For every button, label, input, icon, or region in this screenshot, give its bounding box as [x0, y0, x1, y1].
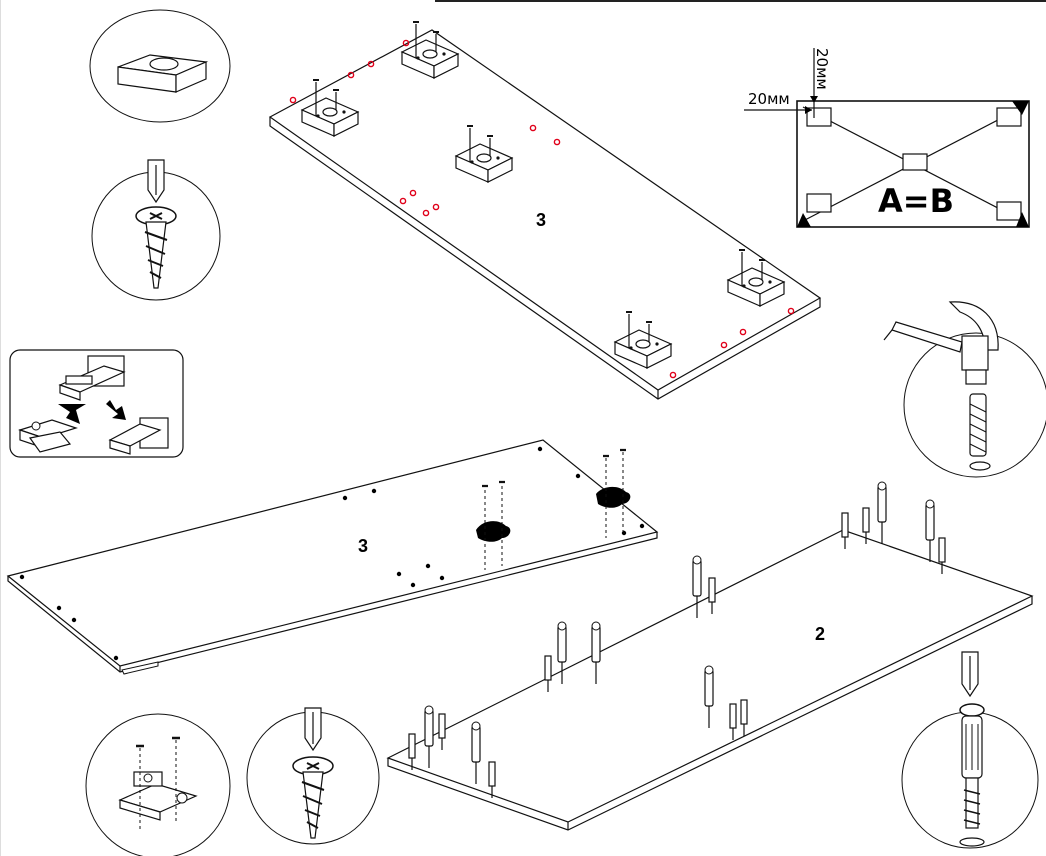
- wooden-dowel: [408, 507, 946, 798]
- top-panel-label: 3: [536, 210, 546, 230]
- hammer-dowel-icon: [883, 301, 1046, 478]
- top-panel: 3: [268, 21, 822, 400]
- middle-panel: 3: [6, 439, 659, 675]
- horizontal-offset-label: 20мм: [748, 90, 790, 108]
- dimension-detail: 20мм 20мм A=B: [744, 48, 1030, 228]
- middle-panel-label: 3: [358, 536, 368, 556]
- vertical-offset-label: 20мм: [813, 48, 831, 90]
- top-panel-holes: [289, 39, 795, 379]
- hinge-icon: [9, 349, 184, 458]
- equality-note: A=B: [878, 182, 954, 220]
- hinge-detail-icon: [85, 713, 231, 856]
- hinge-cluster: [476, 448, 631, 570]
- confirmat-screw: [424, 481, 935, 784]
- screwdriver-screw-icon: [91, 159, 221, 301]
- confirmat-screw-icon: [901, 651, 1039, 849]
- cam-block-icon: [89, 9, 231, 123]
- bottom-panel: 2: [386, 481, 1034, 831]
- bottom-panel-label: 2: [815, 624, 825, 644]
- screwdriver-screw-detail-icon: [246, 707, 380, 845]
- glide-block-icon: [300, 21, 786, 369]
